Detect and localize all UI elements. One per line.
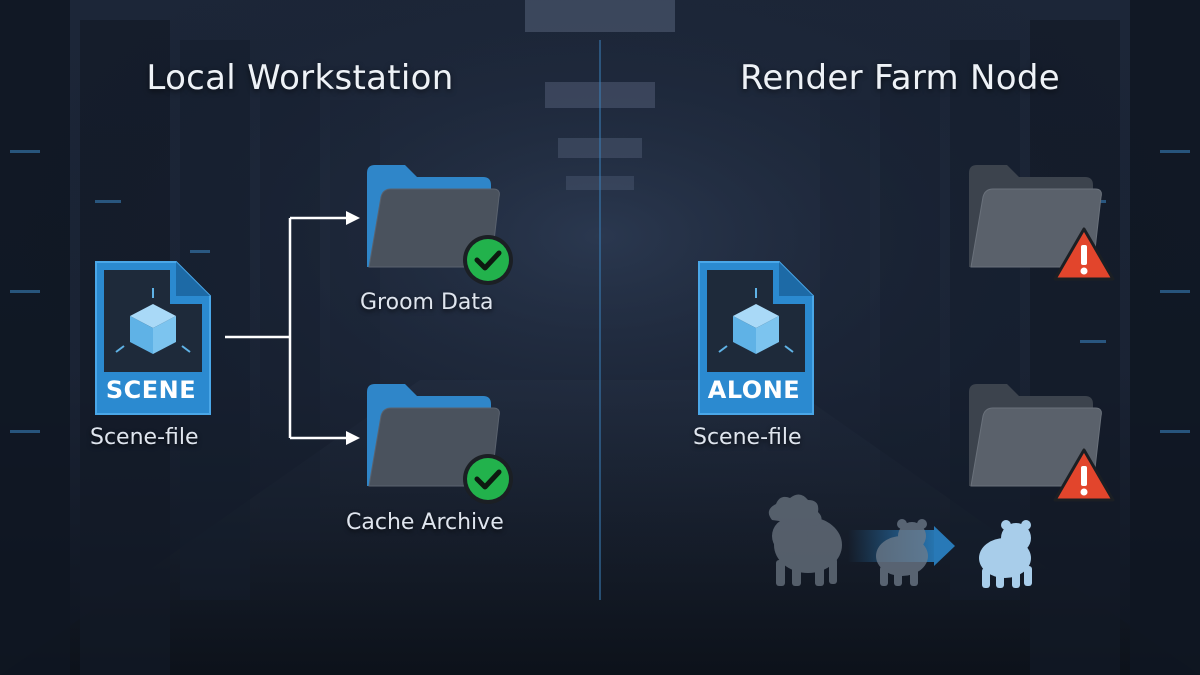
left-panel-title: Local Workstation	[146, 58, 454, 98]
check-badge-icon	[463, 235, 513, 285]
check-badge-icon	[463, 454, 513, 504]
alone-scene-file-icon: ALONE	[695, 258, 817, 418]
scene-file-label: Scene-file	[90, 425, 199, 450]
scene-file-tag: SCENE	[105, 376, 197, 404]
scene-file-icon: SCENE	[92, 258, 214, 418]
right-panel-title: Render Farm Node	[740, 58, 1060, 98]
warning-triangle-icon	[1053, 227, 1115, 281]
cache-archive-label: Cache Archive	[346, 510, 504, 535]
missing-folder-bottom-icon	[967, 382, 1117, 512]
missing-folder-top-icon	[967, 163, 1117, 293]
warning-triangle-icon	[1053, 448, 1115, 502]
alone-scene-file-label: Scene-file	[693, 425, 802, 450]
groom-data-label: Groom Data	[360, 290, 494, 315]
alone-file-tag: ALONE	[707, 376, 801, 404]
